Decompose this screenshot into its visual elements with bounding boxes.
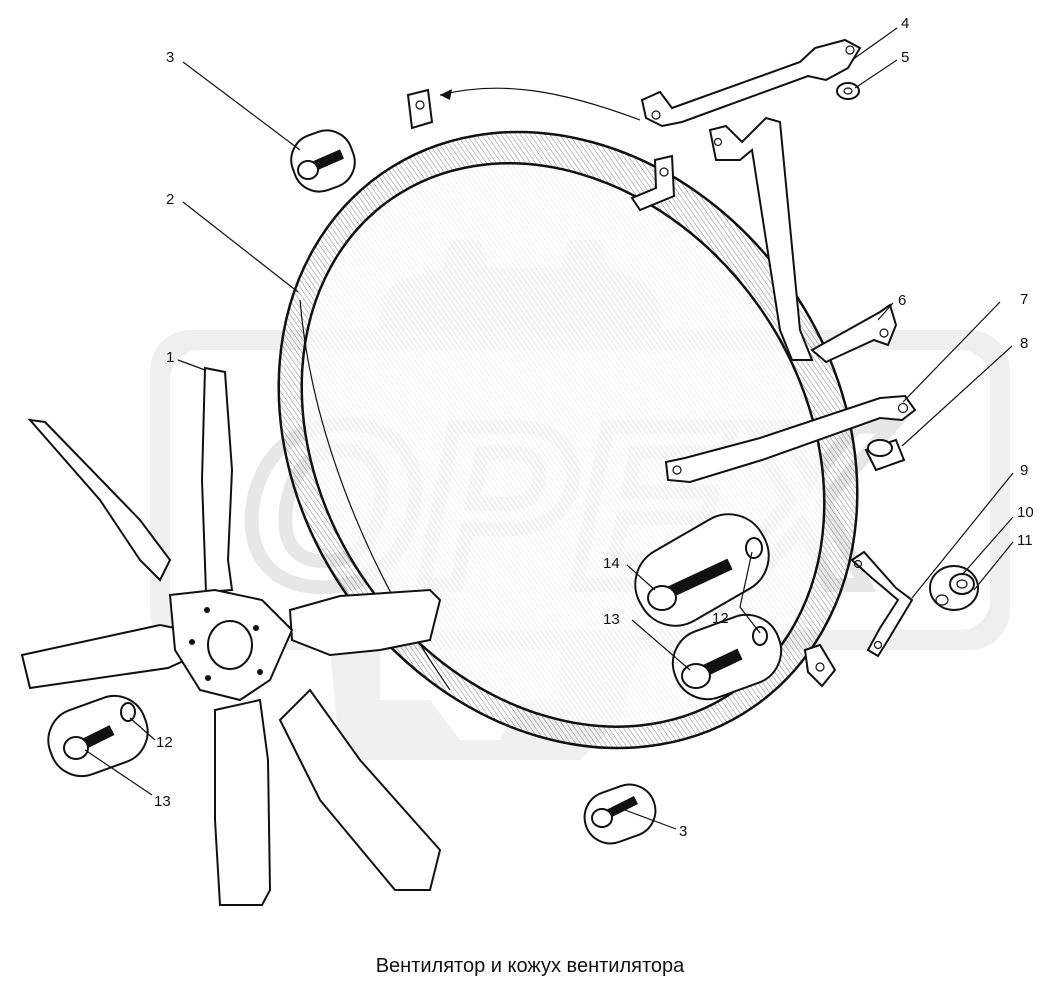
support-strap	[664, 394, 917, 484]
diagram-caption: Вентилятор и кожух вентилятора	[375, 955, 685, 977]
callout-13-left: 13	[154, 793, 171, 810]
callout-6: 6	[898, 292, 906, 309]
bolt-group-lower-center	[583, 783, 657, 845]
callout-12-left: 12	[156, 734, 173, 751]
lower-bracket	[810, 303, 898, 364]
side-bracket	[850, 550, 914, 658]
callout-3-bottom: 3	[679, 823, 687, 840]
callout-8: 8	[1020, 335, 1028, 352]
bolt-group-center-upper	[634, 513, 770, 627]
spacer-bushing	[864, 438, 906, 472]
arrow-indicator	[439, 87, 641, 121]
callout-7: 7	[1020, 291, 1028, 308]
callout-4: 4	[901, 15, 909, 32]
bolt-group-center-lower	[671, 613, 783, 701]
bolt-group-upper-left	[290, 129, 356, 193]
fan-impeller	[20, 366, 442, 906]
fan-shroud-ring	[277, 130, 859, 750]
callout-12-center: 12	[712, 610, 729, 627]
callout-2: 2	[166, 191, 174, 208]
vertical-strap-bracket	[708, 116, 814, 361]
callout-1: 1	[166, 349, 174, 366]
callout-10: 10	[1017, 504, 1034, 521]
callout-3-top: 3	[166, 49, 174, 66]
callout-9: 9	[1020, 462, 1028, 479]
nut-and-washer	[929, 565, 979, 611]
upper-bracket	[640, 38, 862, 128]
callout-14: 14	[603, 555, 620, 572]
bolt-group-lower-left	[47, 694, 149, 778]
ring-mounting-tabs	[406, 88, 837, 688]
callout-5: 5	[901, 49, 909, 66]
callout-11: 11	[1017, 532, 1033, 549]
callout-labels: 1 2 3 4 5 6 7 8 9 10 11 14 12 13 12 13 3	[154, 15, 1034, 840]
callout-13-center: 13	[603, 611, 620, 628]
leader-lines	[84, 27, 1014, 830]
nut	[836, 82, 860, 100]
